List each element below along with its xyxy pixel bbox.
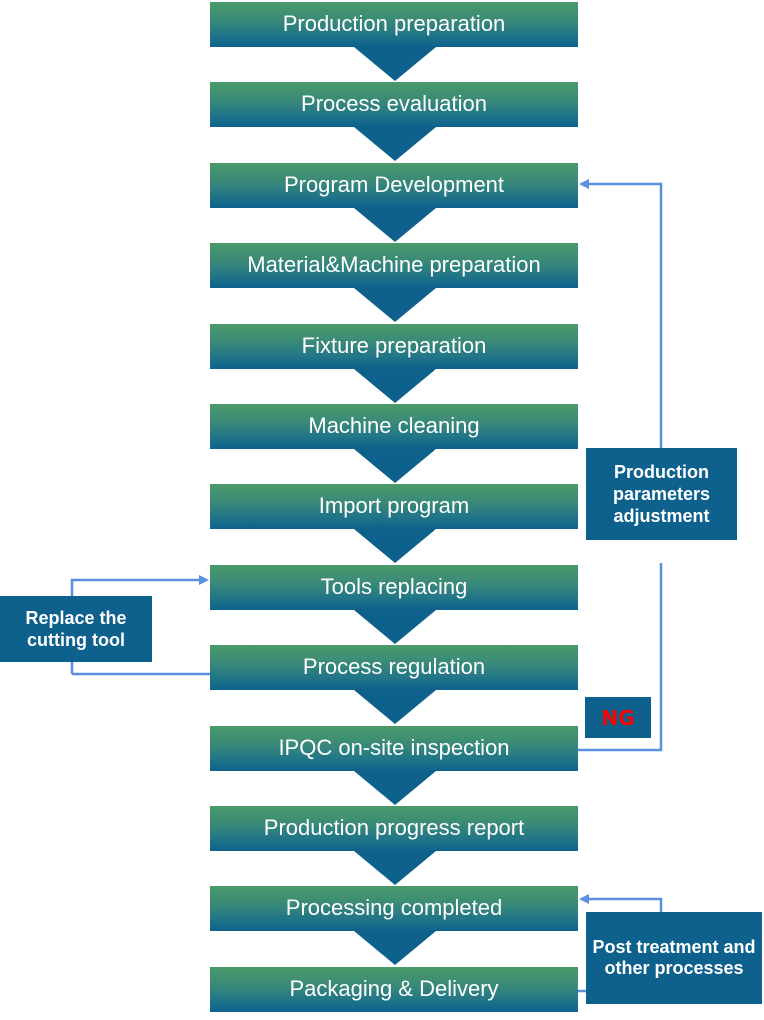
step-label: Import program bbox=[318, 492, 470, 518]
step-box: Fixture preparation bbox=[210, 324, 578, 369]
step-label: Process regulation bbox=[302, 653, 486, 679]
ng-label: NG bbox=[601, 705, 635, 730]
step-label: Fixture preparation bbox=[301, 332, 487, 358]
step-label: Process evaluation bbox=[301, 90, 487, 116]
step-label: Tools replacing bbox=[320, 573, 468, 599]
down-arrow-icon bbox=[354, 127, 436, 161]
replace-tool-return-arrow bbox=[70, 575, 209, 598]
step-box: IPQC on-site inspection bbox=[210, 726, 578, 771]
down-arrow-icon bbox=[354, 449, 436, 483]
down-arrow-icon bbox=[354, 771, 436, 805]
step-box: Material&Machine preparation bbox=[210, 243, 578, 288]
feedback-arrow-program-development bbox=[579, 179, 663, 448]
step-box: Production preparation bbox=[210, 2, 578, 47]
post-treatment-arrow bbox=[579, 894, 663, 912]
step-label: Processing completed bbox=[285, 894, 503, 920]
step-label: IPQC on-site inspection bbox=[278, 734, 510, 760]
step-label: Material&Machine preparation bbox=[247, 251, 541, 277]
params-adjustment-label: Production parameters adjustment bbox=[612, 462, 711, 526]
down-arrow-icon bbox=[354, 931, 436, 965]
down-arrow-icon bbox=[354, 208, 436, 242]
step-box: Machine cleaning bbox=[210, 404, 578, 449]
replace-tool-note: Replace the cutting tool bbox=[0, 596, 152, 662]
step-box: Production progress report bbox=[210, 806, 578, 851]
step-box: Process evaluation bbox=[210, 82, 578, 127]
ng-return-line bbox=[578, 563, 663, 752]
step-label: Production progress report bbox=[263, 814, 525, 840]
down-arrow-icon bbox=[354, 610, 436, 644]
step-label: Packaging & Delivery bbox=[289, 975, 499, 1001]
step-box: Packaging & Delivery bbox=[210, 967, 578, 1012]
replace-tool-label: Replace the cutting tool bbox=[25, 608, 127, 650]
step-box: Processing completed bbox=[210, 886, 578, 931]
down-arrow-icon bbox=[354, 288, 436, 322]
down-arrow-icon bbox=[354, 529, 436, 563]
step-box: Program Development bbox=[210, 163, 578, 208]
step-label: Machine cleaning bbox=[308, 412, 480, 438]
down-arrow-icon bbox=[354, 47, 436, 81]
down-arrow-icon bbox=[354, 369, 436, 403]
step-box: Tools replacing bbox=[210, 565, 578, 610]
step-label: Program Development bbox=[283, 171, 505, 197]
down-arrow-icon bbox=[354, 851, 436, 885]
down-arrow-icon bbox=[354, 690, 436, 724]
post-treatment-note: Post treatment and other processes bbox=[586, 912, 762, 1004]
post-treatment-label: Post treatment and other processes bbox=[592, 937, 756, 978]
ng-badge: NG bbox=[585, 697, 651, 738]
step-label: Production preparation bbox=[282, 10, 506, 36]
step-box: Import program bbox=[210, 484, 578, 529]
params-adjustment-note: Production parameters adjustment bbox=[586, 448, 737, 540]
step-box: Process regulation bbox=[210, 645, 578, 690]
